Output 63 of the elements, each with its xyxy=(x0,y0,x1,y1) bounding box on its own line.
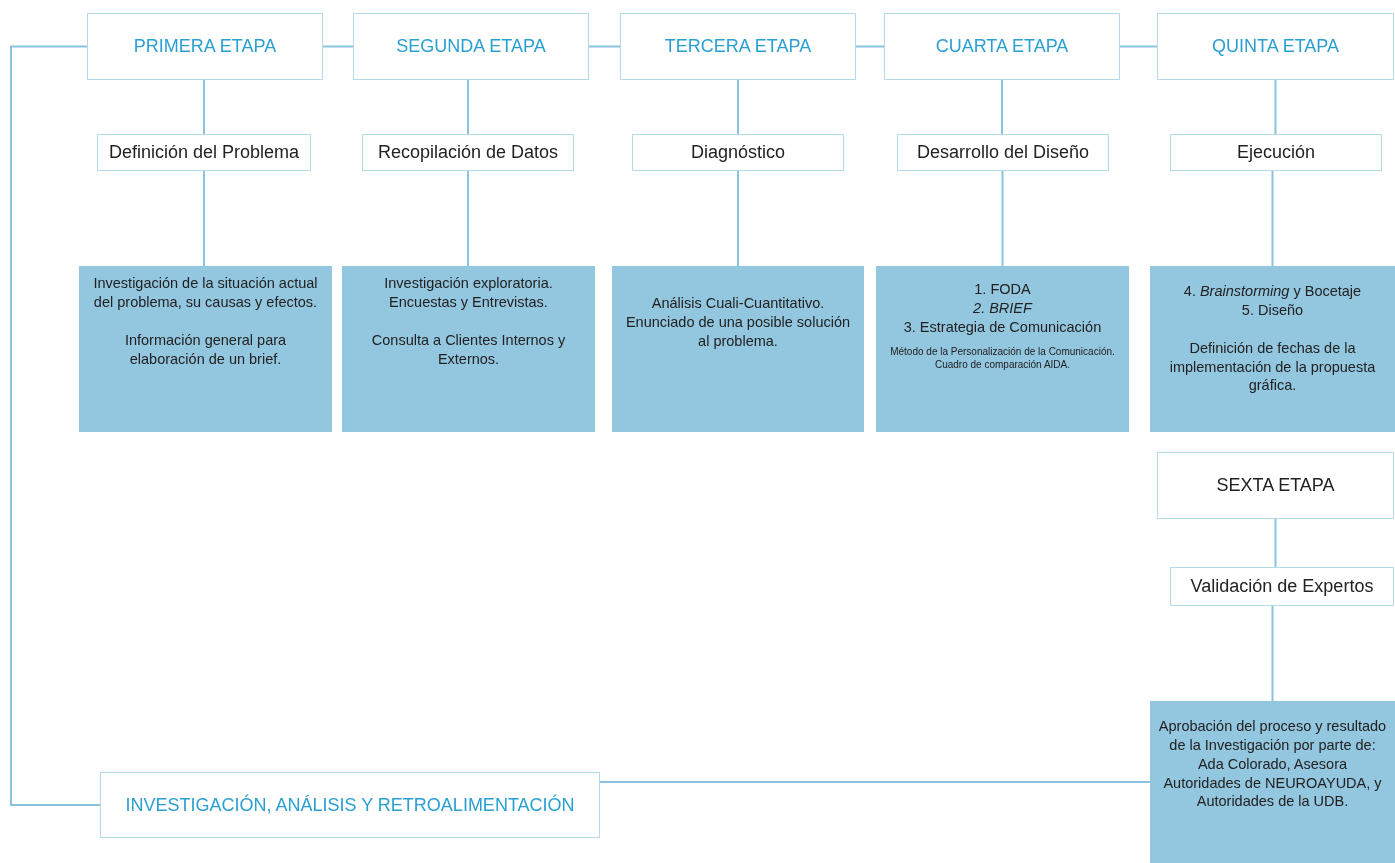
step-title: Diagnóstico xyxy=(690,142,786,163)
step-title-box xyxy=(97,134,311,171)
connector-line xyxy=(1274,518,1277,568)
connector-line xyxy=(588,45,621,48)
stage-title: TERCERA ETAPA xyxy=(664,36,812,57)
stage-title: CUARTA ETAPA xyxy=(935,36,1069,57)
description-text: Investigación exploratoria. Encuestas y Entrevistas. xyxy=(383,274,554,312)
description-text: 5. Diseño xyxy=(1240,300,1305,320)
description-text: Análisis Cuali-Cuantitativo. Enunciado de una posible solución al problema. xyxy=(624,294,852,351)
description-text: Aprobación del proceso y resultado de la Investigación por parte de: Ada Colorado, Asesora Autoridades de NEUROAYUDA, y Autoridades de la UDB. xyxy=(1158,717,1387,812)
connector-line xyxy=(203,79,205,135)
stage-title: QUINTA ETAPA xyxy=(1212,36,1339,57)
stage-box xyxy=(1157,452,1394,519)
step-title-box xyxy=(362,134,574,171)
step-title-box xyxy=(1170,134,1382,171)
connector-line xyxy=(10,45,101,806)
connector-line xyxy=(737,170,739,267)
step-title: Definición del Problema xyxy=(108,142,300,163)
stage-title: SEGUNDA ETAPA xyxy=(396,36,546,57)
stage-box xyxy=(353,13,589,80)
step-title-box xyxy=(897,134,1109,171)
description-text: 4. Brainstorming y Bocetaje xyxy=(1182,282,1363,301)
stage-box xyxy=(87,13,323,80)
stage-title: PRIMERA ETAPA xyxy=(133,36,277,57)
connector-line xyxy=(1274,79,1277,135)
description-text: 1. FODA xyxy=(973,280,1032,299)
stage-box xyxy=(100,772,600,838)
stage-box xyxy=(620,13,856,80)
connector-line xyxy=(467,170,469,267)
description-text: Consulta a Clientes Internos y Externos. xyxy=(370,330,567,369)
stage-title: SEXTA ETAPA xyxy=(1216,475,1335,496)
description-text: Definición de fechas de la implementación de la propuesta gráfica. xyxy=(1168,338,1377,396)
description-text: Investigación de la situación actual del problema, su causas y efectos. xyxy=(92,274,319,312)
connector-line xyxy=(467,79,469,135)
description-box xyxy=(876,266,1129,432)
connector-line xyxy=(855,45,885,48)
connector-line xyxy=(1001,170,1004,267)
description-text: 3. Estrategia de Comunicación xyxy=(902,317,1103,337)
connector-line xyxy=(203,170,205,267)
description-box xyxy=(1150,701,1395,863)
stage-box xyxy=(1157,13,1394,80)
description-text: Método de la Personalización de la Comunicación. Cuadro de comparación AIDA. xyxy=(889,344,1116,371)
stage-box xyxy=(884,13,1120,80)
connector-line xyxy=(322,45,354,48)
step-title-box xyxy=(632,134,844,171)
connector-line xyxy=(1001,79,1003,135)
connector-line xyxy=(599,781,1151,783)
step-title: Validación de Expertos xyxy=(1190,576,1374,597)
connector-line xyxy=(1119,45,1158,48)
step-title: Recopilación de Datos xyxy=(377,142,559,163)
description-text: 2. BRIEF xyxy=(972,298,1034,318)
connector-line xyxy=(1271,170,1274,267)
description-box xyxy=(342,266,595,432)
description-box xyxy=(1150,266,1395,432)
description-box xyxy=(79,266,332,432)
connector-line xyxy=(1271,605,1274,702)
step-title: Ejecución xyxy=(1236,142,1315,163)
connector-line xyxy=(737,79,739,135)
description-box xyxy=(612,266,864,432)
step-title-box xyxy=(1170,567,1394,606)
stage-title: INVESTIGACIÓN, ANÁLISIS Y RETROALIMENTACIÓN xyxy=(125,794,575,816)
description-text: Información general para elaboración de un brief. xyxy=(123,330,288,369)
step-title: Desarrollo del Diseño xyxy=(916,142,1090,163)
